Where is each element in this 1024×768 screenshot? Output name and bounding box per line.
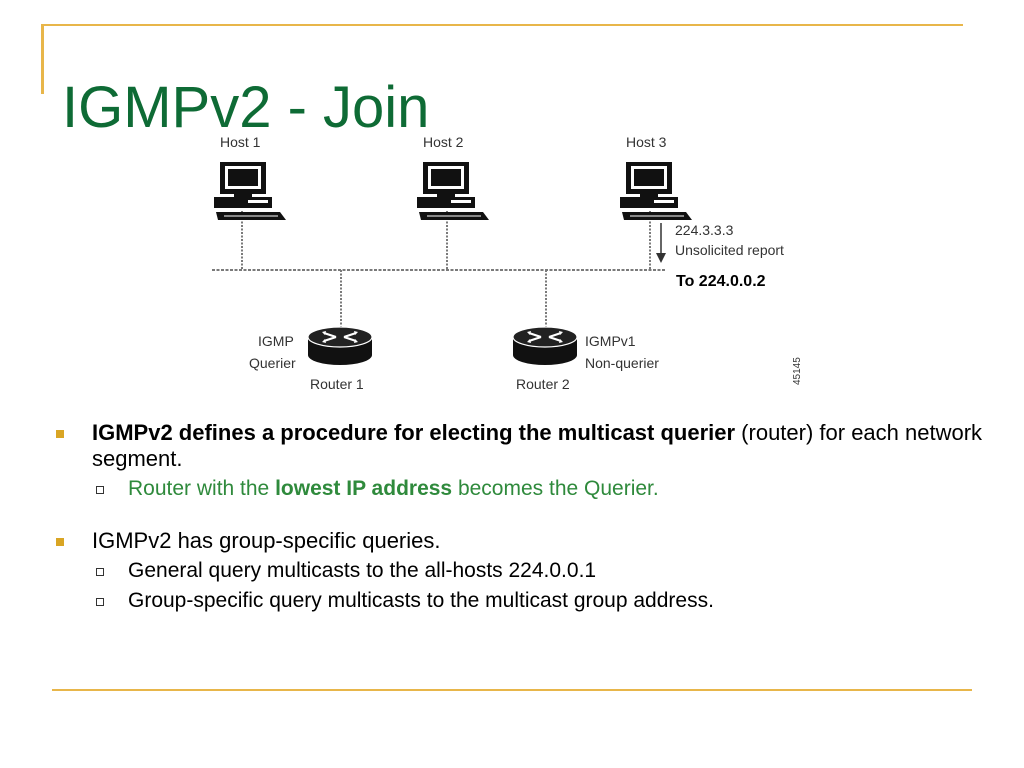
figure-id: 45145 <box>792 357 803 385</box>
sub-bullet-1-bold: lowest IP address <box>275 477 453 500</box>
bullet-querier-election: IGMPv2 defines a procedure for electing … <box>54 420 994 472</box>
bullet-1-text: (router) for each network segment. <box>92 420 983 471</box>
accent-rule-vertical <box>41 24 44 94</box>
bullet-square-icon <box>56 538 64 546</box>
accent-rule-top <box>41 24 963 26</box>
hollow-square-icon <box>96 598 104 606</box>
sub-bullet-group-query: Group-specific query multicasts to the m… <box>54 588 994 614</box>
host-1-icon <box>213 161 287 221</box>
report-type-label: Unsolicited report <box>675 242 784 258</box>
router-2-name: Router 2 <box>516 376 570 392</box>
router-1-role-line2: Querier <box>249 355 296 371</box>
host-3-label: Host 3 <box>626 134 667 150</box>
sub-bullet-1-pre: Router with the <box>128 477 276 500</box>
router-1-icon <box>306 325 374 367</box>
bullet-list: IGMPv2 defines a procedure for electing … <box>54 420 994 614</box>
hollow-square-icon <box>96 568 104 576</box>
bullet-2-text: IGMPv2 has group-specific queries. <box>92 528 441 553</box>
router-1-name: Router 1 <box>310 376 364 392</box>
sub-bullet-2-text: General query multicasts to the all-host… <box>128 559 597 582</box>
bullet-1-bold-text: IGMPv2 defines a procedure for electing … <box>92 420 736 445</box>
sub-bullet-general-query: General query multicasts to the all-host… <box>54 558 994 584</box>
report-group-label: 224.3.3.3 <box>675 222 734 238</box>
sub-bullet-lowest-ip: Router with the lowest IP address become… <box>54 476 994 502</box>
hollow-square-icon <box>96 486 104 494</box>
bullet-group-specific: IGMPv2 has group-specific queries. <box>54 528 994 554</box>
bullet-square-icon <box>56 430 64 438</box>
host-3-icon <box>619 161 693 221</box>
sub-bullet-3-text: Group-specific query multicasts to the m… <box>128 589 714 612</box>
host-1-label: Host 1 <box>220 134 261 150</box>
host-2-label: Host 2 <box>423 134 464 150</box>
accent-rule-bottom <box>52 689 972 691</box>
host-2-icon <box>416 161 490 221</box>
router-2-role-line1: IGMPv1 <box>585 333 636 349</box>
router-1-role-line1: IGMP <box>258 333 294 349</box>
slide-title: IGMPv2 - Join <box>62 74 430 140</box>
router-2-role-line2: Non-querier <box>585 355 659 371</box>
network-diagram: Host 1 Host 2 Host 3 224.3.3.3 Unsolicit… <box>212 134 803 392</box>
sub-bullet-1-post: becomes the Querier. <box>452 477 659 500</box>
report-destination: To 224.0.0.2 <box>676 273 766 290</box>
router-2-icon <box>511 325 579 367</box>
